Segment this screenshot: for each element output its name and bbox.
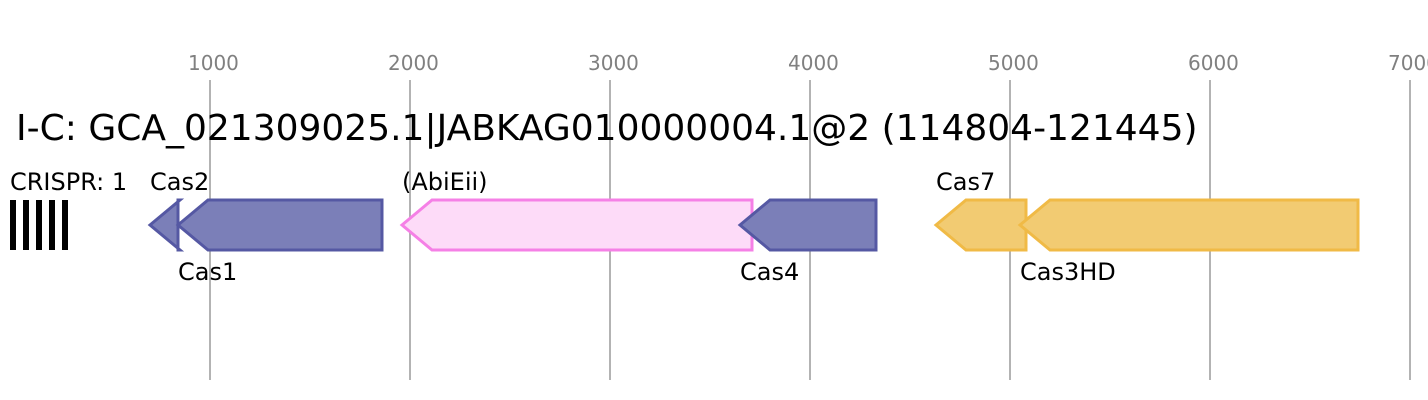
gene-label-cas4: Cas4 — [740, 258, 799, 286]
crispr-array: CRISPR: 1 — [10, 168, 127, 250]
crispr-label: CRISPR: 1 — [10, 168, 127, 196]
tick-label-2000: 2000 — [388, 51, 439, 75]
gene-arrow-cas2 — [147, 198, 185, 252]
crispr-repeat — [10, 200, 16, 250]
tick-label-5000: 5000 — [988, 51, 1039, 75]
gene-label-cas2: Cas2 — [150, 168, 209, 196]
gene-arrow-cas4 — [737, 198, 878, 252]
gene-label-cas1: Cas1 — [178, 258, 237, 286]
gene-label-cas3hd: Cas3HD — [1020, 258, 1116, 286]
gene-arrow-cas3hd — [1017, 198, 1360, 252]
gene-label-cas7: Cas7 — [936, 168, 995, 196]
diagram-title: I-C: GCA_021309025.1|JABKAG010000004.1@2… — [16, 108, 1198, 149]
crispr-repeat — [36, 200, 42, 250]
crispr-repeat — [49, 200, 55, 250]
crispr-repeat — [23, 200, 29, 250]
gene-arrow-abieii — [399, 198, 754, 252]
crispr-repeat — [62, 200, 68, 250]
tick-label-3000: 3000 — [588, 51, 639, 75]
tick-label-6000: 6000 — [1188, 51, 1239, 75]
tick-label-4000: 4000 — [788, 51, 839, 75]
tick-label-1000: 1000 — [188, 51, 239, 75]
gene-label-abieii: (AbiEii) — [402, 168, 488, 196]
gene-arrow-cas7 — [933, 198, 1028, 252]
gene-arrow-cas1 — [175, 198, 384, 252]
axis-ticks: 1000 2000 3000 4000 5000 6000 7000 — [188, 51, 1428, 75]
tick-label-7000: 7000 — [1388, 51, 1428, 75]
